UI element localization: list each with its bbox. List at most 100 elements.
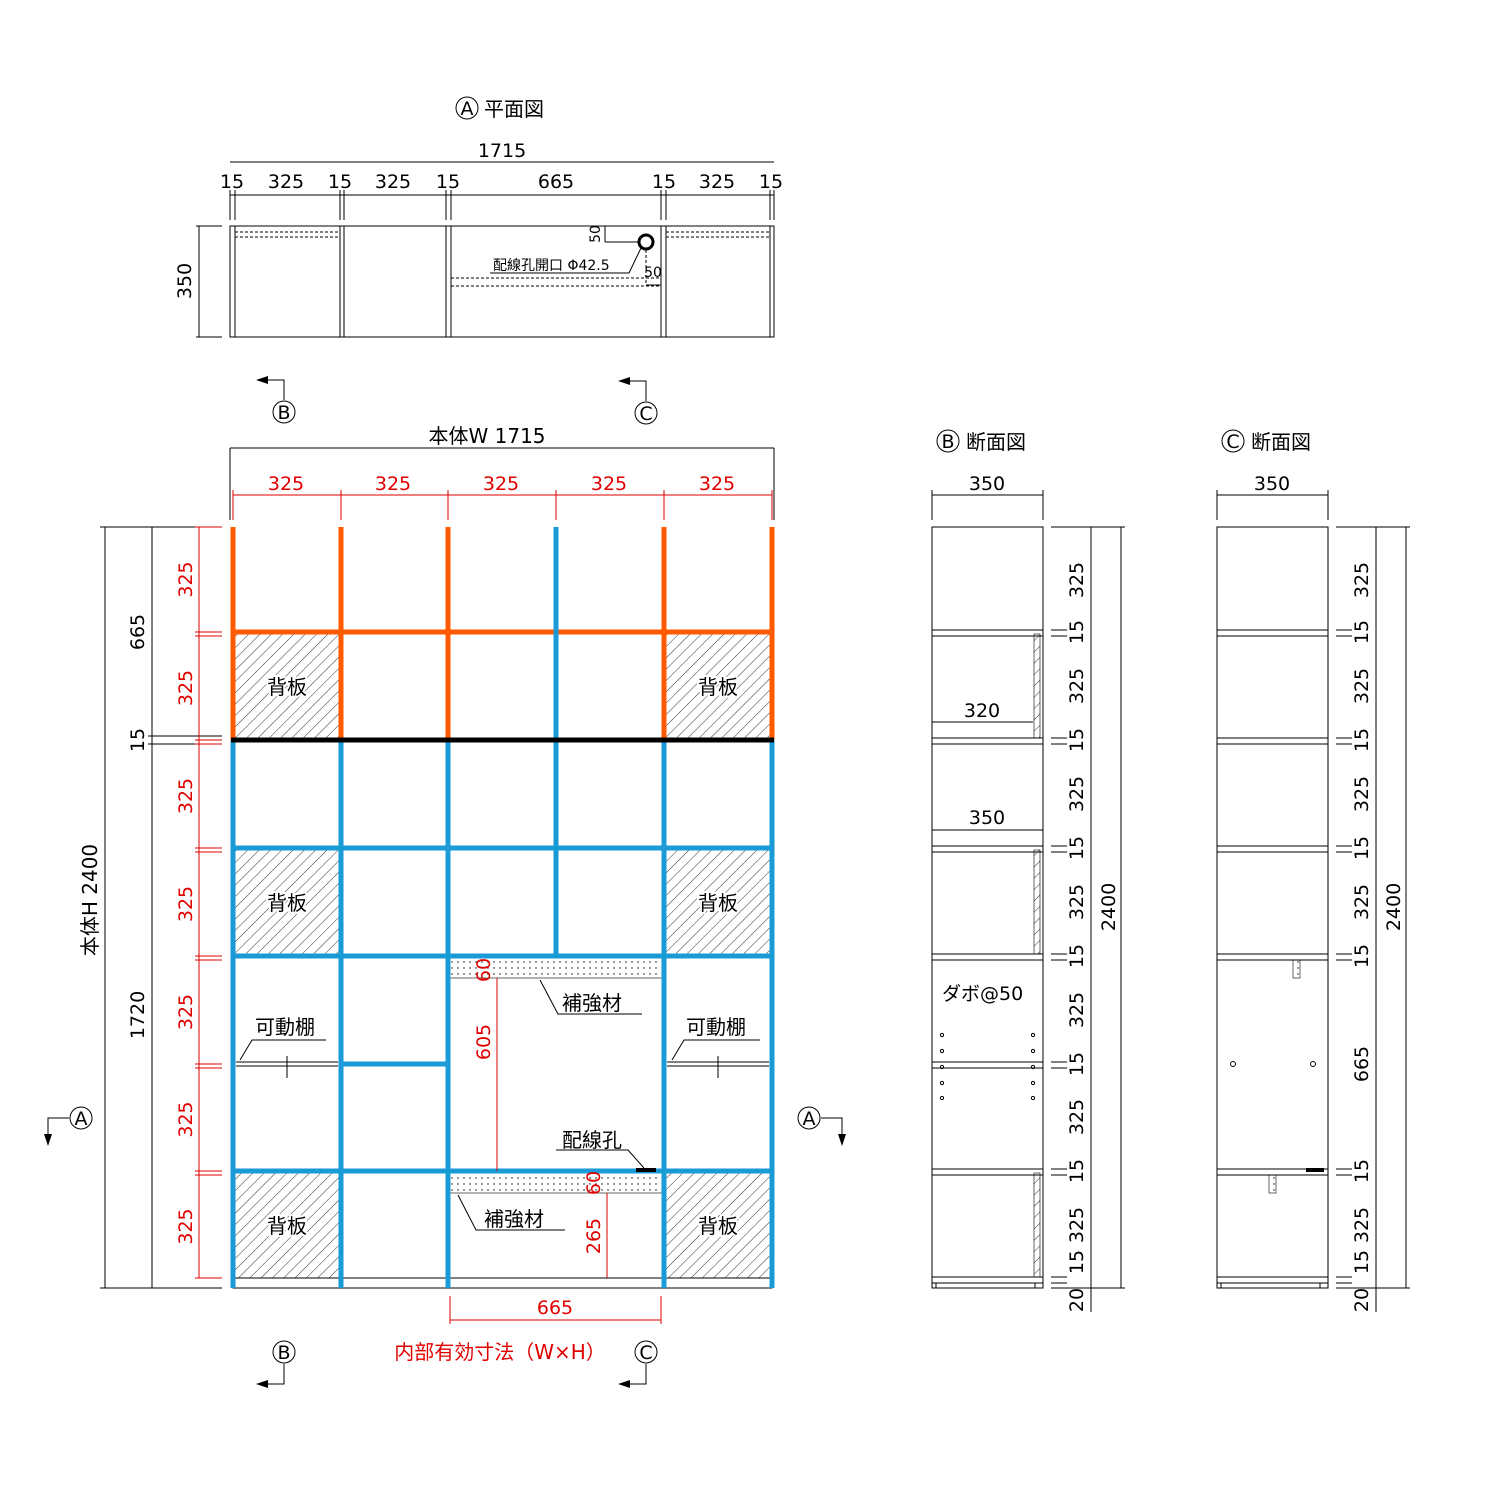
segment-label: 15 xyxy=(220,171,244,193)
section-dim-label: 15 xyxy=(1066,1159,1088,1183)
inner-dimension-caption: 内部有効寸法（W×H） xyxy=(394,1340,606,1364)
segment-label: 325 xyxy=(375,171,411,193)
segment-label: 15 xyxy=(328,171,352,193)
movable-shelf-label-right: 可動棚 xyxy=(686,1015,746,1039)
reinforcement-section xyxy=(1268,1174,1277,1194)
reinf-height-bottom: 60 xyxy=(583,1171,605,1195)
row-height-label: 325 xyxy=(175,670,197,706)
section-dim-label: 325 xyxy=(1066,776,1088,812)
section-dim-label: 20 xyxy=(1351,1288,1373,1312)
section-dim-label: 325 xyxy=(1066,668,1088,704)
hole-label: 配線孔開口 Φ42.5 xyxy=(493,258,610,274)
back-panel-label: 背板 xyxy=(267,891,307,915)
section-outline xyxy=(1216,526,1329,1289)
wiring-hole-mark xyxy=(636,1168,656,1172)
arrow-head-icon xyxy=(256,1380,268,1388)
total-height-label: 2400 xyxy=(1383,883,1405,931)
depth-label: 350 xyxy=(1254,473,1290,495)
section-title: 断面図 xyxy=(966,430,1026,454)
section-dim-label: 15 xyxy=(1066,1250,1088,1274)
circled-marker xyxy=(455,96,479,120)
depth-label: 350 xyxy=(969,473,1005,495)
section-dim-label: 15 xyxy=(1351,836,1373,860)
segment-label: 15 xyxy=(759,171,783,193)
section-title-marker xyxy=(936,429,960,453)
section-arrow xyxy=(821,1117,843,1134)
section-dim-label: 15 xyxy=(1351,1250,1373,1274)
section-dim-label: 325 xyxy=(1351,1207,1373,1243)
segment-label: 15 xyxy=(436,171,460,193)
plan-title-text: 平面図 xyxy=(484,97,544,121)
section-title-letter: C xyxy=(1226,431,1239,453)
section-marker-circle xyxy=(797,1106,821,1130)
divider-thickness-label: 15 xyxy=(127,728,149,752)
connector-icon xyxy=(1230,1061,1236,1067)
row-height-label: 325 xyxy=(175,778,197,814)
section-dim-label: 325 xyxy=(1351,562,1373,598)
shelf-depth-350: 350 xyxy=(969,807,1005,829)
segment-label: 325 xyxy=(268,171,304,193)
arrow-head-icon xyxy=(44,1134,52,1146)
arrow-head-icon xyxy=(618,1380,630,1388)
dowel-hole-icon xyxy=(939,1080,945,1086)
back-panel-section xyxy=(1033,849,1041,955)
section-marker-circle xyxy=(272,400,296,424)
back-panel-label: 背板 xyxy=(698,675,738,699)
reinforcement-section xyxy=(1292,959,1301,979)
section-title-marker xyxy=(1221,429,1245,453)
wiring-hole-mark xyxy=(1306,1168,1324,1172)
section-dim-label: 325 xyxy=(1066,1207,1088,1243)
opening-width: 665 xyxy=(537,1297,573,1319)
section-arrow xyxy=(628,1364,647,1385)
section-dim-label: 325 xyxy=(1066,562,1088,598)
body-height-label: 本体H 2400 xyxy=(78,844,102,956)
movable-shelves: 可動棚 可動棚 xyxy=(236,1015,769,1078)
shelf-depth-320: 320 xyxy=(964,700,1000,722)
wiring-hole-icon xyxy=(637,233,655,251)
row-height-label: 325 xyxy=(175,886,197,922)
section-marker-circle xyxy=(69,1106,93,1130)
back-panel-section xyxy=(1033,1172,1041,1278)
dowel-hole-icon xyxy=(1030,1095,1036,1101)
section-marker-letter: B xyxy=(277,1342,290,1364)
section-title: 断面図 xyxy=(1251,430,1311,454)
opening-height: 605 xyxy=(473,1024,495,1060)
connector-icon xyxy=(1310,1061,1316,1067)
hole-leader xyxy=(490,247,642,274)
dowel-hole-icon xyxy=(939,1095,945,1101)
inner-width-label: 325 xyxy=(699,473,735,495)
inner-width-label: 325 xyxy=(591,473,627,495)
section-marker-circle xyxy=(272,1340,296,1364)
row-height-label: 325 xyxy=(175,1101,197,1137)
lower-height-label: 1720 xyxy=(127,991,149,1039)
reinforcement-bottom xyxy=(449,1172,663,1194)
row-height-label: 325 xyxy=(175,1208,197,1244)
section-arrow xyxy=(266,379,285,400)
section-marker-letter: C xyxy=(639,403,652,425)
plan-panels xyxy=(229,226,775,337)
section-arrow xyxy=(47,1117,69,1134)
back-panel-hatch xyxy=(665,849,771,956)
inner-width-label: 325 xyxy=(268,473,304,495)
segment-label: 665 xyxy=(538,171,574,193)
section-marker-letter: A xyxy=(803,1108,816,1130)
section-dim-label: 15 xyxy=(1351,728,1373,752)
total-height-label: 2400 xyxy=(1098,883,1120,931)
marker-letter: A xyxy=(461,98,474,120)
cabinet-frame xyxy=(230,527,775,1288)
dowel-hole-icon xyxy=(1030,1080,1036,1086)
arrow-head-icon xyxy=(838,1134,846,1146)
back-panel-label: 背板 xyxy=(698,1214,738,1238)
total-width-label: 1715 xyxy=(478,140,526,162)
section-title-letter: B xyxy=(941,431,954,453)
section-marker-letter: A xyxy=(75,1108,88,1130)
section-dim-label: 15 xyxy=(1351,944,1373,968)
section-dim-label: 325 xyxy=(1066,1099,1088,1135)
dowel-hole-icon xyxy=(1030,1064,1036,1070)
reinforcement-label-top: 補強材 xyxy=(562,991,622,1015)
row-height-label: 325 xyxy=(175,994,197,1030)
